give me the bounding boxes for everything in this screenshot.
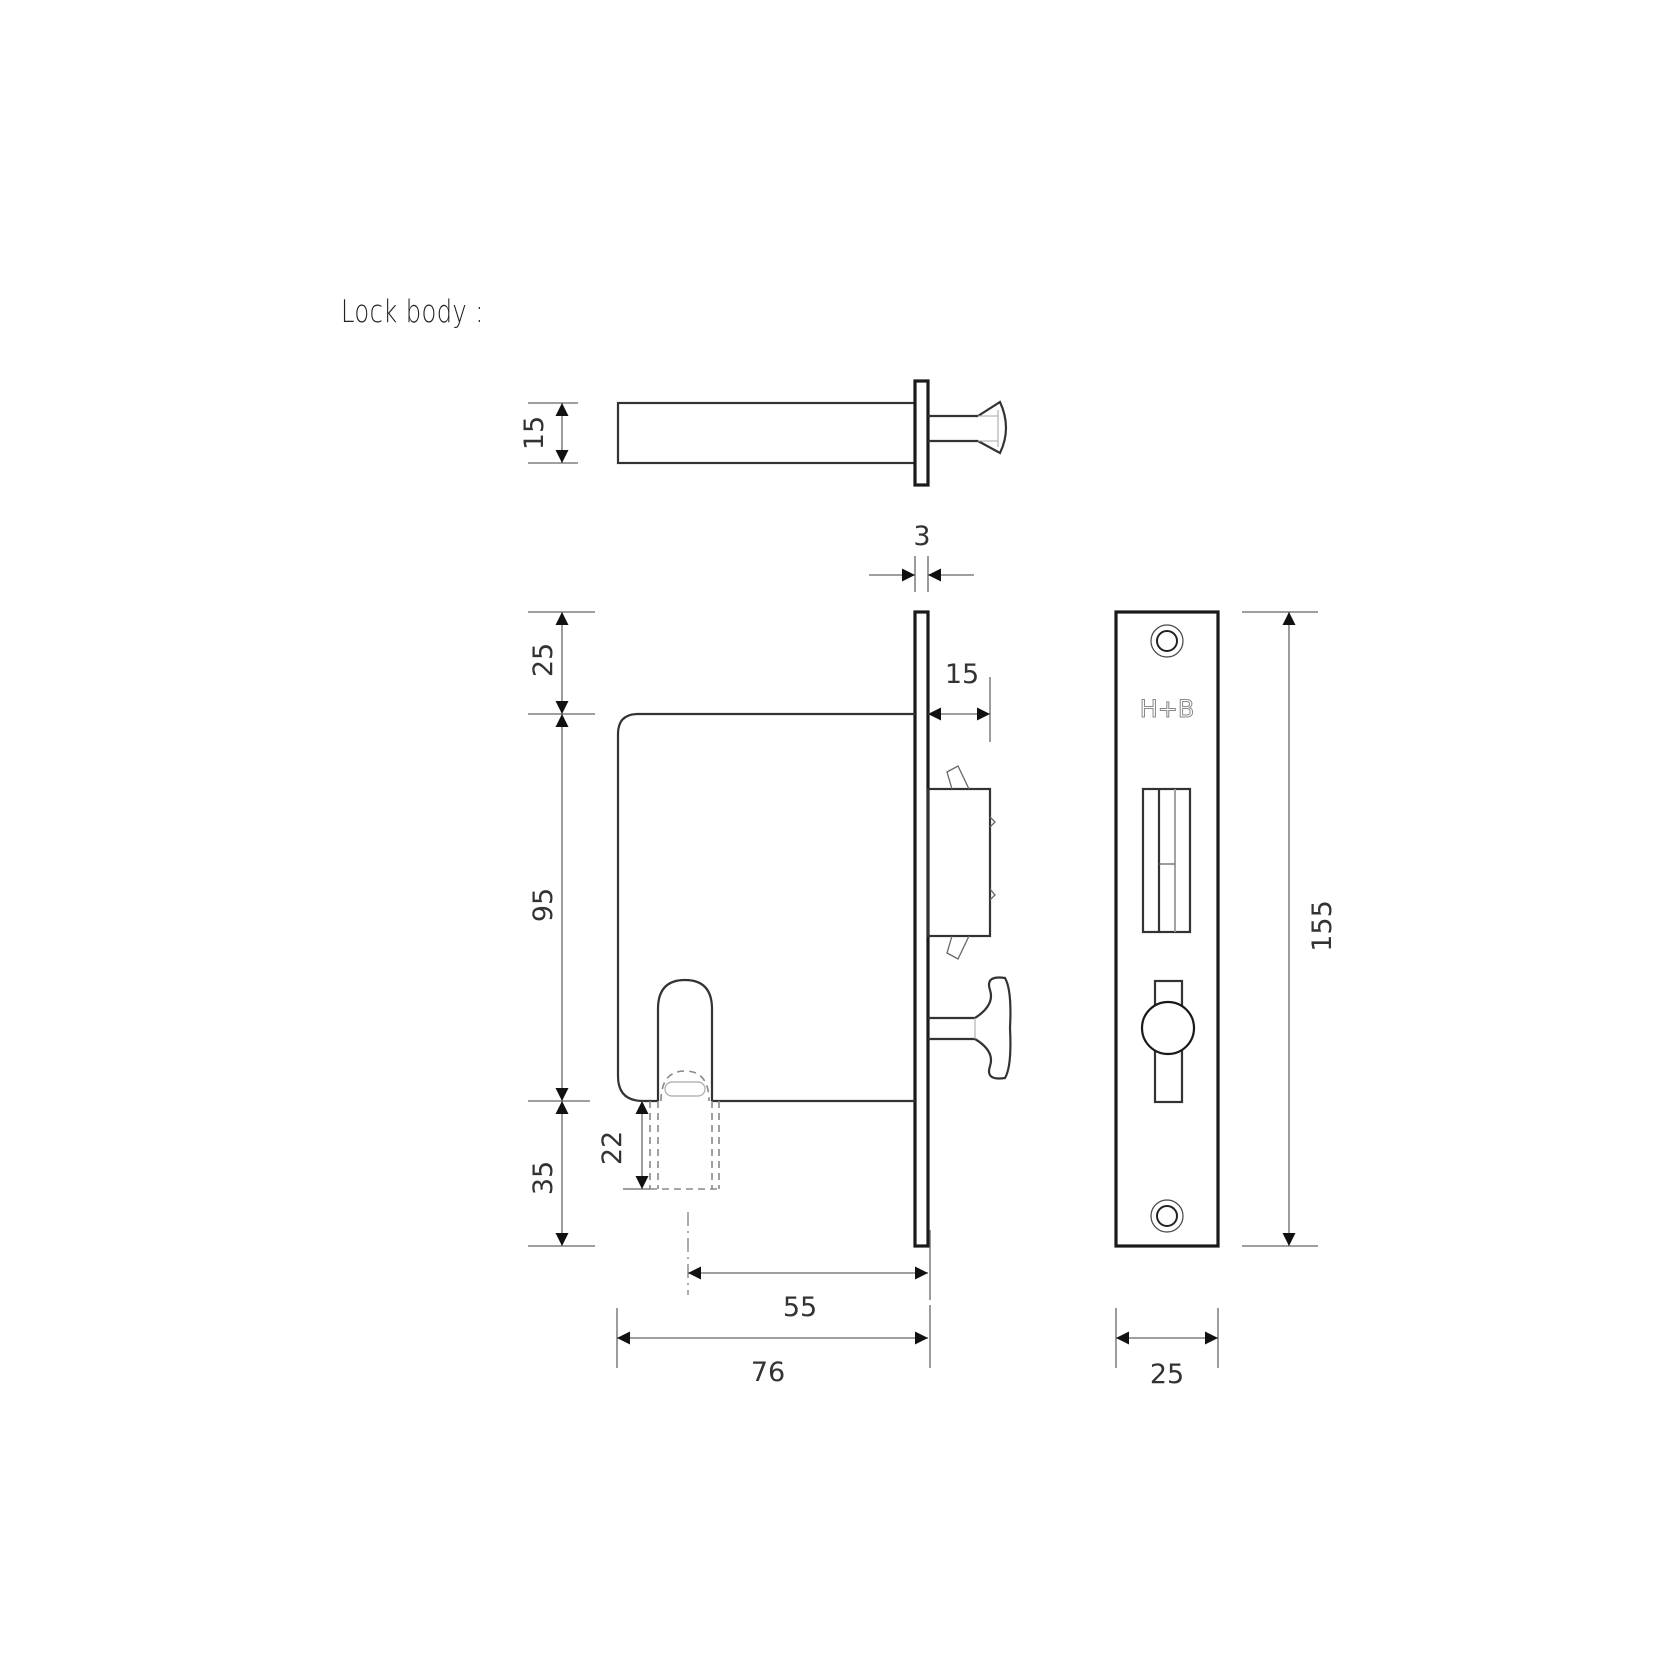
dim-label: 95: [528, 888, 559, 922]
dim-label: 22: [597, 1131, 628, 1165]
dim-label: 3: [913, 521, 930, 552]
dim-backset: 55: [688, 1230, 931, 1323]
dim-label: 76: [751, 1357, 785, 1388]
drawing-title: Lock body :: [341, 294, 484, 330]
lock-case-top: [616, 401, 917, 465]
latch-block-icon: [926, 765, 996, 960]
deadbolt-opening-icon: [1140, 979, 1196, 1104]
dim-vertical-chain: 25 95 35: [528, 611, 595, 1247]
dim-label: 155: [1307, 900, 1338, 952]
latch-opening-icon: [1141, 787, 1192, 934]
dim-label: 35: [528, 1161, 559, 1195]
faceplate-top: [913, 379, 930, 487]
dim-label: 55: [783, 1292, 817, 1323]
front-view: H+B 155 25: [1114, 610, 1338, 1390]
lock-case-side: [616, 712, 915, 1103]
side-view: 3 15 25 95 35 22: [528, 521, 1012, 1388]
dim-body-depth: 76: [616, 1305, 931, 1388]
brand-mark: H+B: [1140, 695, 1195, 723]
screw-hole-bottom-icon: [1150, 1199, 1184, 1233]
dim-label: 15: [945, 659, 979, 690]
dim-label: 25: [528, 643, 559, 677]
hook-hidden-icon: [649, 1070, 720, 1190]
dim-label: 25: [1150, 1359, 1184, 1390]
dim-latch-projection: 15: [928, 659, 991, 742]
screw-hole-top-icon: [1150, 624, 1184, 658]
dim-faceplate-height: 155: [1242, 611, 1338, 1247]
faceplate-side: [913, 610, 930, 1248]
dim-faceplate-width: 25: [1115, 1308, 1219, 1390]
faceplate-front: [1114, 610, 1220, 1248]
top-view: 15: [519, 379, 1008, 487]
dim-label: 15: [519, 416, 550, 450]
dim-faceplate-thickness: 3: [869, 521, 974, 592]
hook-slot: [656, 978, 714, 1101]
latch-bolt-top-icon: [928, 400, 1008, 455]
dim-top-height: 15: [519, 402, 578, 464]
deadbolt-hook-icon: [928, 976, 1012, 1080]
dim-hook-depth: 22: [597, 1101, 650, 1190]
